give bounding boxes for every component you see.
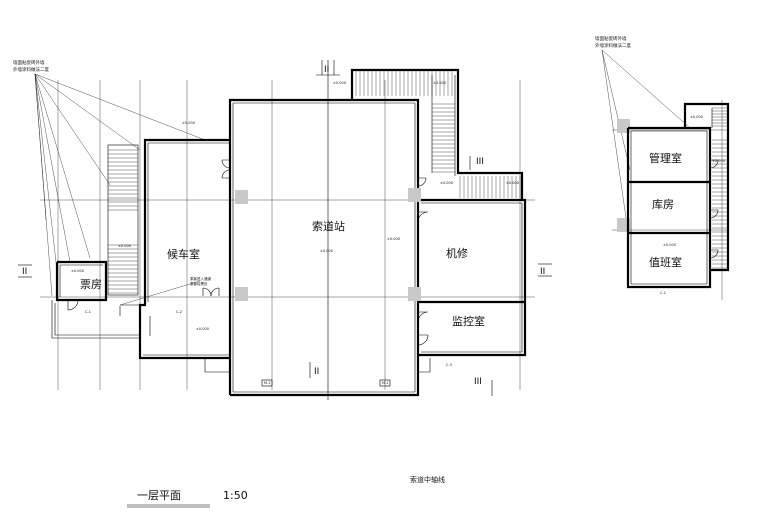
- ticket-room-walls: [55, 260, 108, 302]
- annotation-notes: 墙面贴瓷砖外墙 外墙涂料做法二度 墙面贴瓷砖外墙 外墙涂料做法二度 乘客进入通道…: [13, 35, 631, 306]
- door-tag: M-1: [264, 381, 271, 385]
- waiting-note-line-2: 乘客检票处: [190, 281, 208, 286]
- main-building: [51, 68, 527, 397]
- door-tag: C-1: [660, 291, 666, 295]
- room-label-station: 索道站: [312, 219, 345, 233]
- axis-label-bottom-center: II: [314, 367, 319, 377]
- level-annex-mid: ±0.000: [712, 159, 725, 163]
- door-tag: C-2: [176, 310, 182, 314]
- level-waiting-top: ±0.000: [182, 121, 195, 125]
- level-waiting-low: ±0.000: [196, 327, 209, 331]
- drawing-scale: 1:50: [223, 489, 248, 502]
- column: [408, 188, 421, 202]
- level-stair-top: ±0.000: [433, 81, 446, 85]
- waiting-note-line-1: 乘客进入通道: [190, 276, 211, 281]
- axis-label-left: II: [22, 267, 27, 277]
- column: [617, 218, 630, 232]
- level-waiting-mid: ±0.000: [118, 244, 131, 248]
- axis-label-right-lower: III: [474, 377, 482, 387]
- axis-label-top: II: [324, 65, 329, 75]
- level-marks: ±0.000 ±0.000 ±0.000 ±0.000 ±0.000 ±0.00…: [71, 81, 725, 331]
- column: [617, 119, 630, 133]
- doors: [67, 159, 429, 346]
- column: [235, 287, 248, 301]
- room-label-ticket: 票房: [80, 278, 102, 291]
- title-block: 一层平面 1:50 索道中轴线: [127, 475, 445, 508]
- door-tag: M-1: [382, 381, 389, 385]
- room-label-storage: 库房: [652, 198, 674, 211]
- level-station-mid: ±0.000: [320, 249, 333, 253]
- door-tags: C-1 C-2 C-3 M-1 M-1 C-1: [85, 291, 666, 385]
- room-label-control: 监控室: [452, 314, 485, 328]
- level-corridor: ±0.000: [440, 181, 453, 185]
- columns: [235, 119, 630, 301]
- door-tag: C-1: [85, 310, 91, 314]
- left-note-line-2: 外墙涂料做法二度: [13, 66, 49, 73]
- upper-stair-walls: [350, 68, 524, 200]
- column: [408, 287, 421, 301]
- column: [235, 190, 248, 204]
- level-ticket: ±0.000: [71, 269, 84, 273]
- annex-building: [626, 102, 730, 289]
- room-label-duty: 值班室: [649, 255, 682, 269]
- axis-label-right-upper: III: [476, 157, 484, 167]
- left-note-line-1: 墙面贴瓷砖外墙: [13, 59, 45, 66]
- room-labels: 索道站 候车室 票房 机修 监控室 管理室 库房 值班室: [80, 151, 682, 328]
- right-note-line-2: 外墙涂料做法二度: [595, 42, 631, 49]
- stair-treads: [108, 70, 521, 294]
- level-station-right: ±0.000: [387, 237, 400, 241]
- left-stair: [107, 144, 139, 296]
- repair-room-walls: [418, 198, 527, 357]
- centerline-caption: 索道中轴线: [410, 475, 445, 484]
- drawing-title: 一层平面: [137, 489, 181, 502]
- station-hall-walls: [228, 98, 420, 397]
- door-tag: C-3: [446, 363, 452, 367]
- room-label-management: 管理室: [649, 151, 682, 165]
- room-label-repair: 机修: [446, 246, 468, 260]
- level-station-top: ±0.000: [333, 81, 346, 85]
- room-label-waiting: 候车室: [167, 247, 200, 261]
- level-annex-duty: ±0.000: [663, 243, 676, 247]
- level-repair-top: ±0.000: [506, 181, 519, 185]
- right-note-line-1: 墙面贴瓷砖外墙: [595, 35, 627, 42]
- note-leader-lines: [34, 49, 691, 297]
- level-annex-top: ±0.000: [690, 115, 703, 119]
- axis-label-east: II: [540, 267, 545, 277]
- annex-stair-treads: [712, 107, 728, 269]
- annex-stair-walls: [683, 102, 730, 272]
- axis-markers: II II II III III II: [18, 60, 552, 396]
